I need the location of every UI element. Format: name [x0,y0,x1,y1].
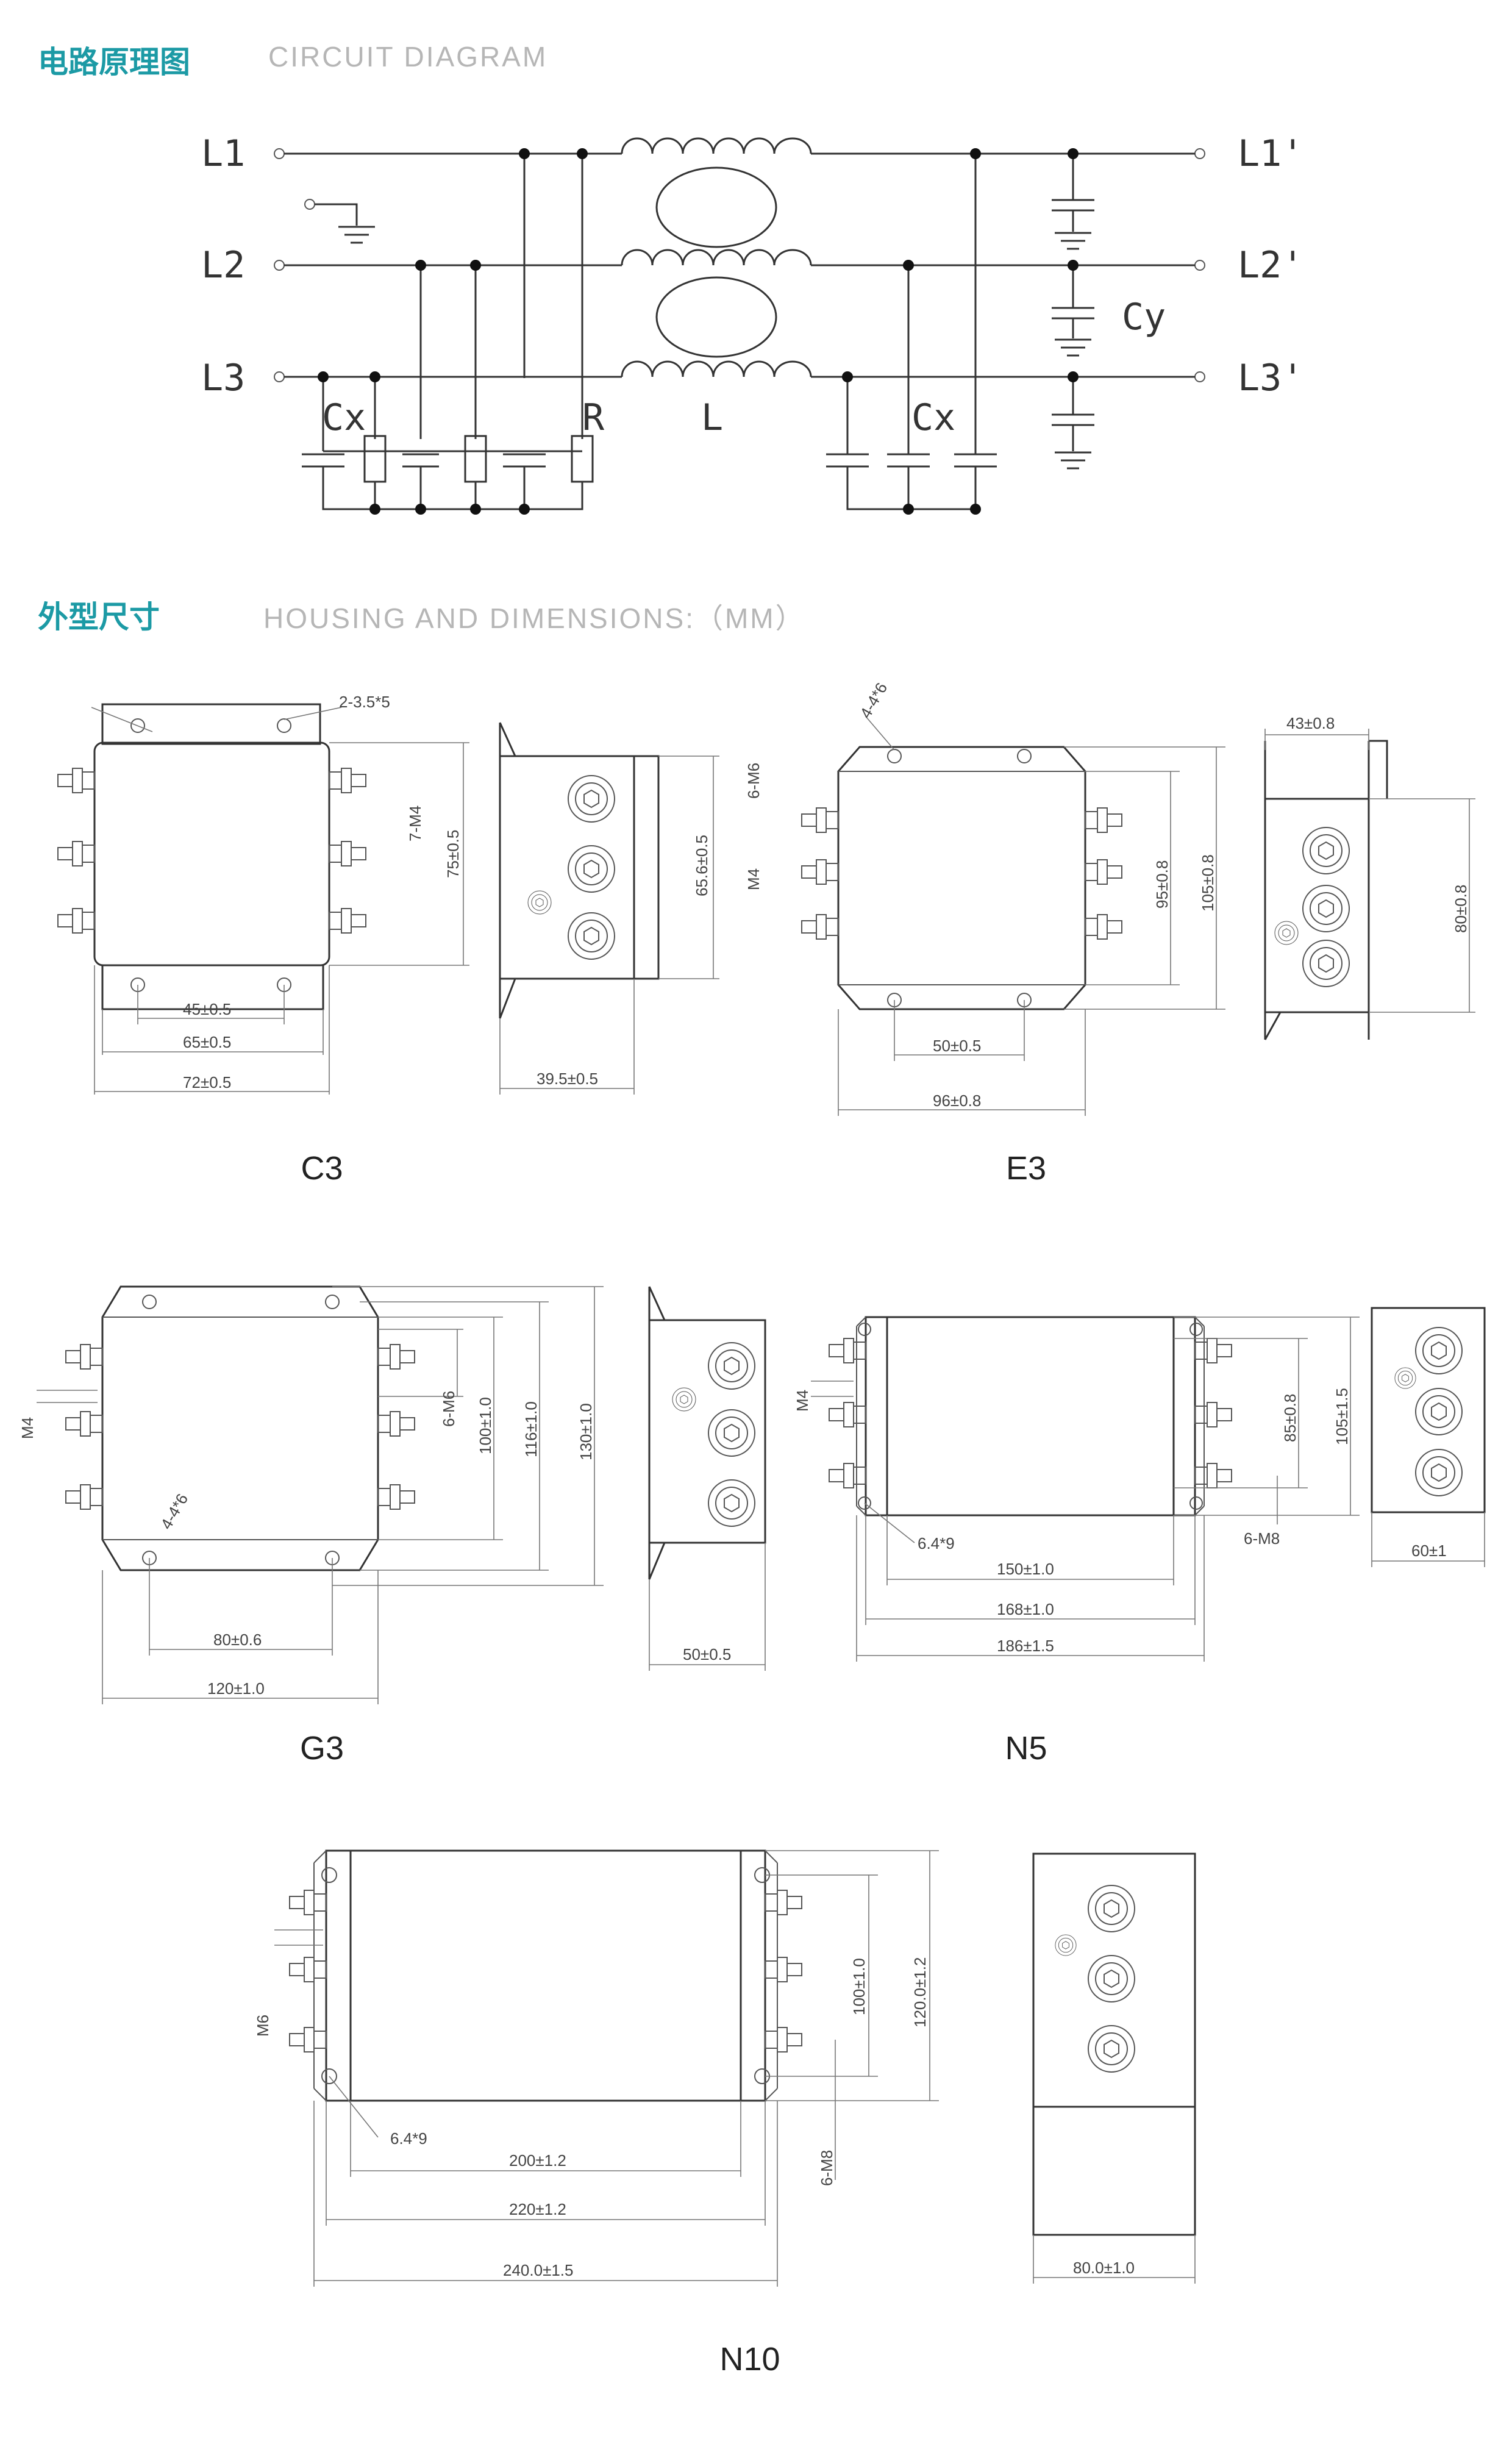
g3-w2-dim: 120±1.0 [207,1679,265,1698]
circuit-diagram: L1 L2 L3 L1' L2' L3' Cx R L Cx Cy [201,132,1303,515]
model-label-n5: N5 [1005,1730,1047,1767]
n5-m4-dim: M4 [793,1390,811,1412]
c3-w3-dim: 72±0.5 [183,1073,231,1091]
g3-h1-dim: 100±1.0 [476,1397,494,1454]
n5-w2-dim: 168±1.0 [997,1600,1054,1618]
n10-w1-dim: 200±1.2 [509,2151,566,2170]
c3-h1-dim: 75±0.5 [444,830,462,878]
model-label-c3: C3 [301,1150,343,1187]
c3-w2-dim: 65±0.5 [183,1033,231,1051]
e3-m6-dim: 6-M6 [744,763,763,799]
n10-m6-dim: M6 [254,2015,272,2037]
inductor-label: L [701,396,723,439]
n10-h1-dim: 100±1.0 [850,1958,868,2015]
drawing-g3: M4 6-M6 100±1.0 116±1.0 130±1.0 4-4*6 80… [18,1285,766,1704]
circuit-labels: L1 L2 L3 L1' L2' L3' Cx R L Cx Cy [201,132,1303,439]
g3-h3-dim: 130±1.0 [577,1403,595,1460]
n5-w1-dim: 150±1.0 [997,1560,1054,1578]
output-label-l2: L2' [1238,244,1303,287]
model-label-g3: G3 [299,1730,344,1767]
c3-side-h-dim: 65.6±0.5 [693,835,711,896]
model-label-e3: E3 [1005,1150,1047,1187]
c3-m4-dim: 7-M4 [406,806,424,841]
e3-side-w-dim: 43±0.8 [1286,714,1335,732]
e3-hole-dim: 4-4*6 [856,679,891,721]
c3-hole-dim: 2-3.5*5 [339,693,390,711]
drawing-c3: 2-3.5*5 7-M4 75±0.5 45±0.5 65±0.5 72±0.5… [57,693,719,1095]
drawing-n5: M4 6.4*9 6-M8 85±0.8 105±1.5 150±1.0 168… [793,1307,1486,1662]
model-label-n10: N10 [719,2341,780,2378]
n10-hole-dim: 6.4*9 [390,2129,427,2148]
e3-h2-dim: 105±0.8 [1199,854,1217,912]
n10-w2-dim: 220±1.2 [509,2200,566,2218]
n5-hole-dim: 6.4*9 [918,1534,955,1552]
resistor-label: R [582,396,605,439]
e3-h1-dim: 95±0.8 [1153,860,1171,909]
g3-h2-dim: 116±1.0 [522,1401,540,1457]
n5-h2-dim: 105±1.5 [1333,1388,1351,1445]
g3-side-w-dim: 50±0.5 [683,1645,731,1663]
input-label-l2: L2 [201,244,245,287]
circuit-section-title: 电路原理图 [38,45,190,80]
e3-side-h-dim: 80±0.8 [1452,885,1470,933]
g3-hole-dim: 4-4*6 [157,1490,191,1532]
n10-side-w-dim: 80.0±1.0 [1073,2259,1135,2277]
circuit-section-subtitle: CIRCUIT DIAGRAM [268,41,548,73]
g3-w1-dim: 80±0.6 [213,1631,262,1649]
e3-w2-dim: 96±0.8 [933,1091,981,1110]
g3-m4-dim: M4 [18,1417,37,1439]
input-label-l1: L1 [201,132,245,175]
drawing-e3: 4-4*6 6-M6 M4 95±0.8 105±0.8 50±0.5 96±0… [744,679,1475,1116]
cx-left-label: Cx [322,396,366,439]
c3-side-w-dim: 39.5±0.5 [537,1070,598,1088]
output-label-l3: L3' [1238,357,1303,399]
input-label-l3: L3 [201,357,245,399]
n10-m8-dim: 6-M8 [818,2150,836,2186]
g3-m6-dim: 6-M6 [440,1391,458,1427]
cx-right-label: Cx [911,396,955,439]
c3-w1-dim: 45±0.5 [183,1000,231,1018]
n5-m8-dim: 6-M8 [1244,1529,1280,1548]
e3-m4-dim: M4 [744,868,763,890]
housing-section-subtitle: HOUSING AND DIMENSIONS:（MM） [263,602,805,634]
cy-label: Cy [1122,296,1166,338]
e3-w1-dim: 50±0.5 [933,1037,981,1055]
n5-side-w-dim: 60±1 [1411,1542,1447,1560]
n5-w3-dim: 186±1.5 [997,1637,1054,1655]
output-label-l1: L1' [1238,132,1303,175]
n10-h2-dim: 120.0±1.2 [911,1957,929,2027]
drawing-n10: M6 6.4*9 6-M8 100±1.0 120.0±1.2 200±1.2 … [254,1849,1196,2287]
housing-section-title: 外型尺寸 [38,599,160,635]
n10-w3-dim: 240.0±1.5 [503,2261,573,2279]
n5-h1-dim: 85±0.8 [1281,1394,1299,1442]
